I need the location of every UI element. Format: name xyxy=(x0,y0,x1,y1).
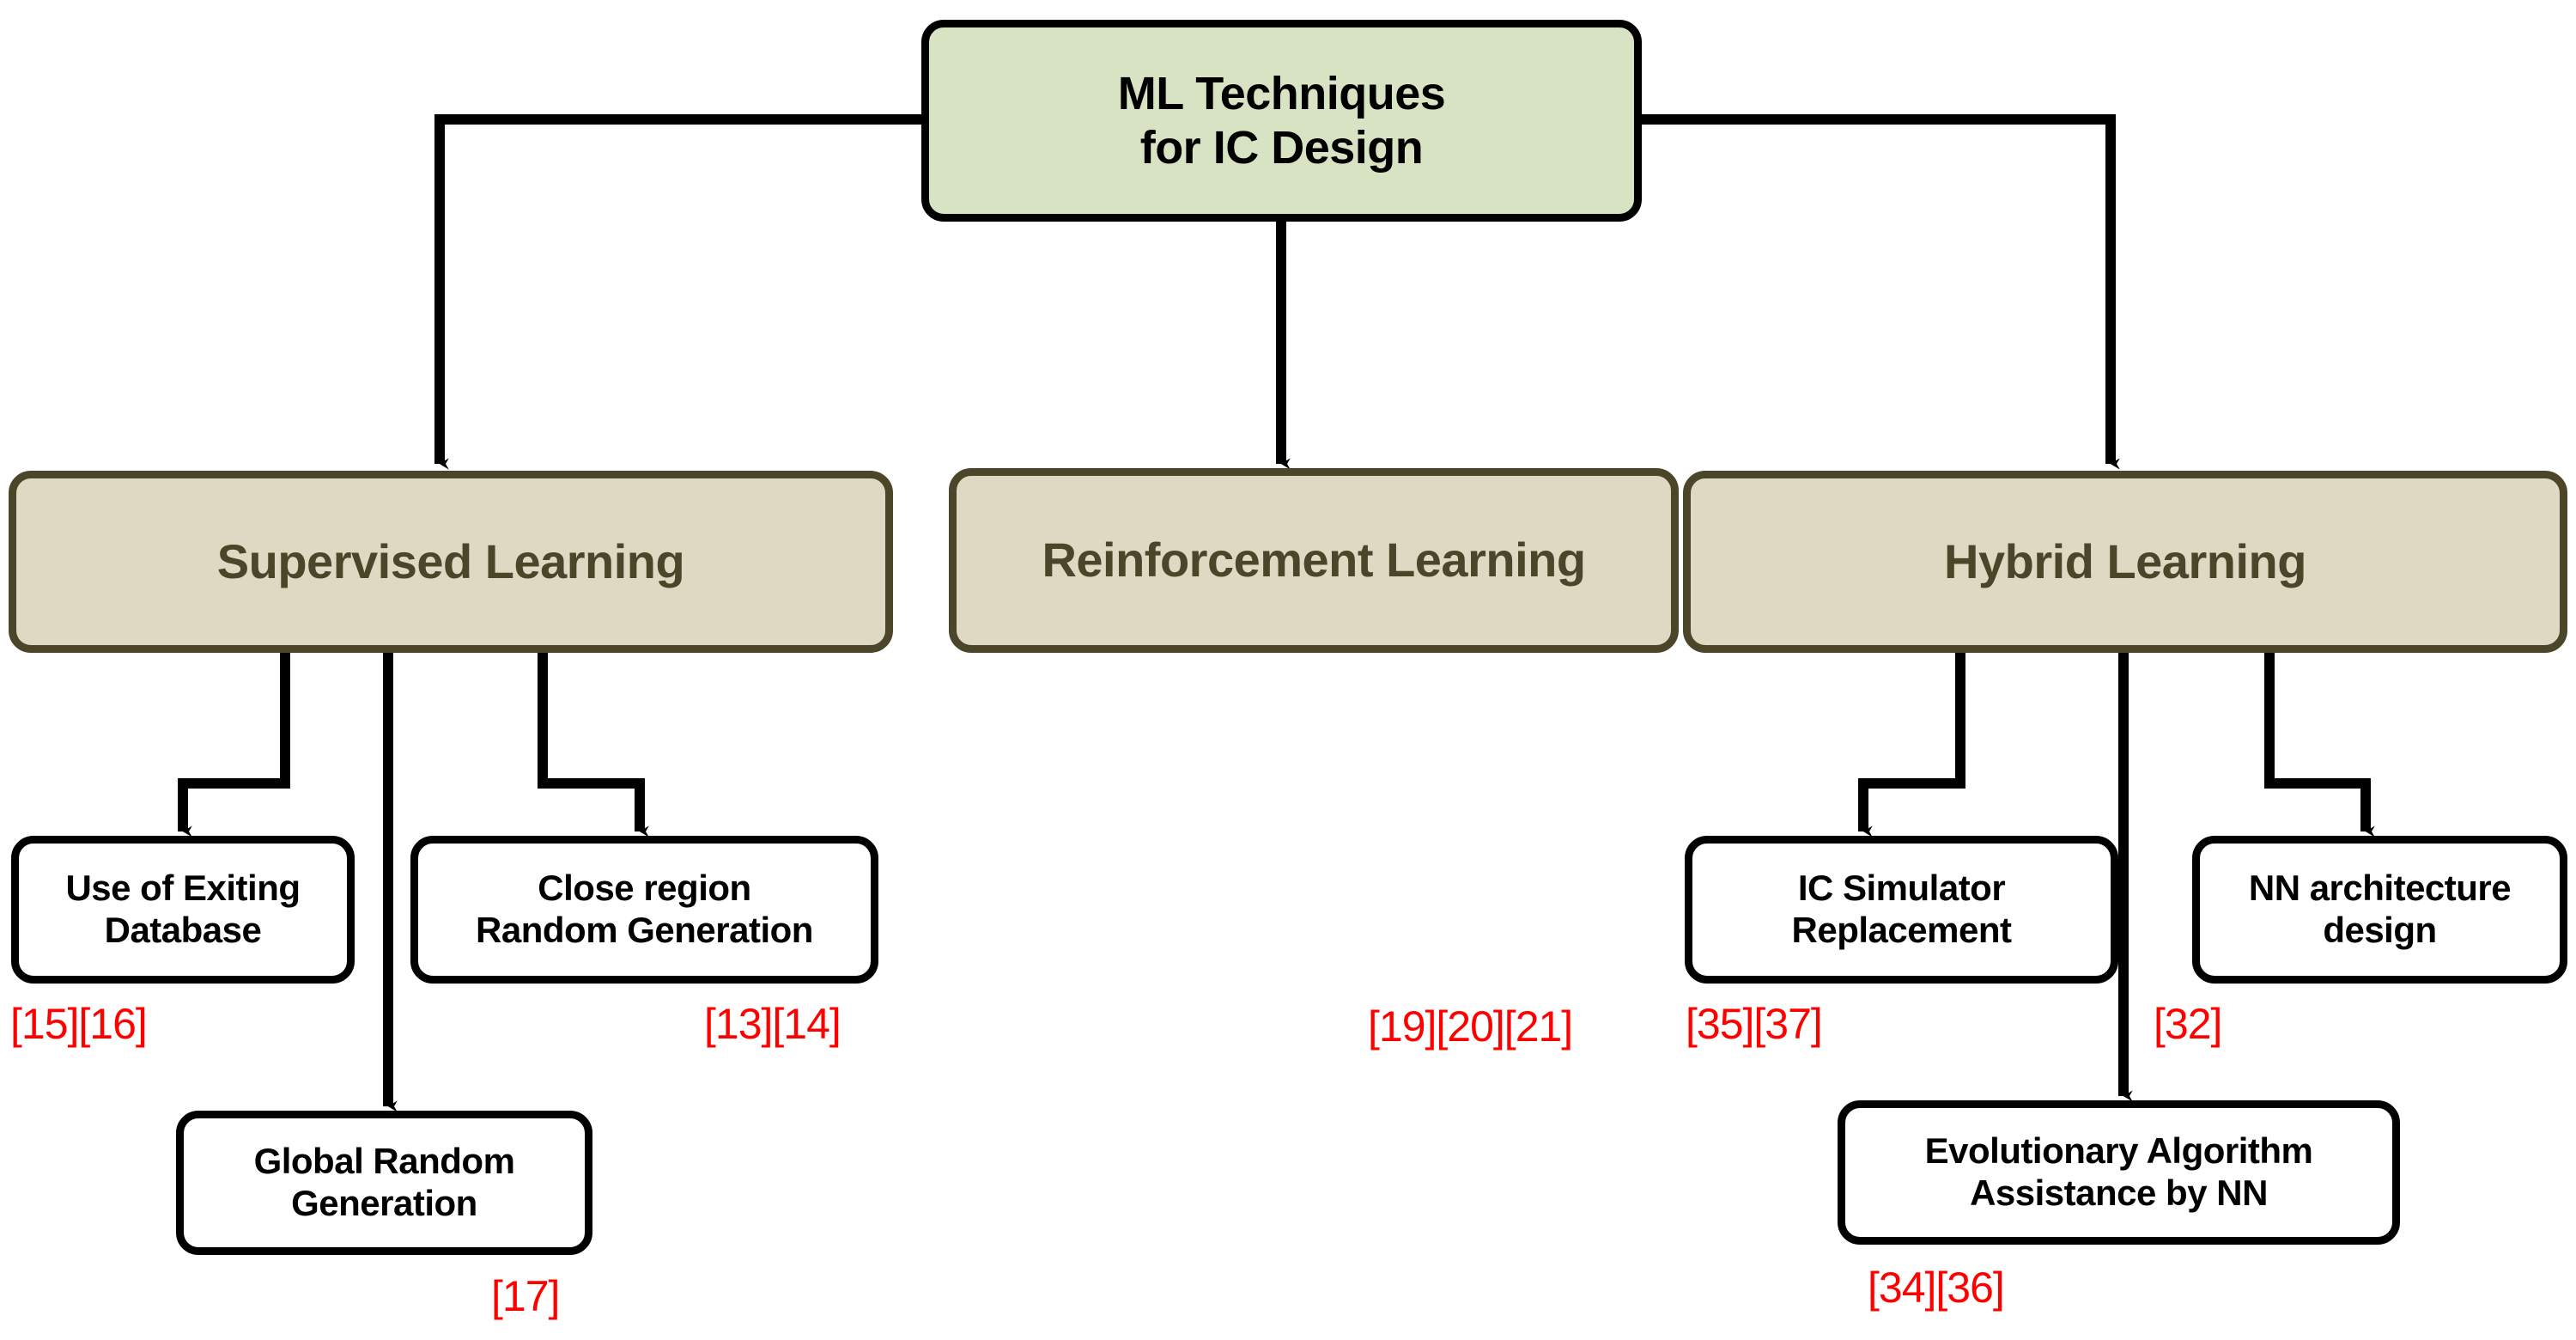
node-hybrid-learning[interactable]: Hybrid Learning xyxy=(1683,471,2567,653)
node-supervised-learning[interactable]: Supervised Learning xyxy=(9,471,893,653)
citation-evolutionary-algorithm: [34][36] xyxy=(1868,1264,2005,1312)
edge-hybrid-to-ic-simulator xyxy=(1858,653,1965,838)
citation-nn-architecture-design: [32] xyxy=(2154,1000,2222,1048)
node-use-of-exiting-database[interactable]: Use of Exiting Database xyxy=(11,836,355,984)
citation-close-region-random-generation: [13][14] xyxy=(704,1000,841,1048)
node-nn-architecture-design[interactable]: NN architecture design xyxy=(2192,836,2567,984)
citation-reinforcement-learning: [19][20][21] xyxy=(1368,1002,1573,1051)
node-global-random-generation[interactable]: Global Random Generation xyxy=(176,1111,592,1255)
node-close-region-random-generation[interactable]: Close region Random Generation xyxy=(410,836,878,984)
node-ml-techniques-for-ic-design[interactable]: ML Techniques for IC Design xyxy=(921,20,1642,222)
edge-hybrid-to-nn-architecture xyxy=(2264,653,2375,838)
node-reinforcement-learning[interactable]: Reinforcement Learning xyxy=(949,468,1679,653)
citation-ic-simulator-replacement: [35][37] xyxy=(1686,1000,1823,1048)
edge-root-to-hybrid xyxy=(1642,114,2120,470)
node-evolutionary-algorithm-assistance-by-nn[interactable]: Evolutionary Algorithm Assistance by NN xyxy=(1838,1100,2400,1245)
edge-root-to-supervised xyxy=(434,114,921,470)
citation-use-of-exiting-database: [15][16] xyxy=(10,1000,148,1048)
edge-supervised-to-close-region xyxy=(538,653,649,838)
citation-global-random-generation: [17] xyxy=(491,1272,560,1320)
node-ic-simulator-replacement[interactable]: IC Simulator Replacement xyxy=(1685,836,2118,984)
edge-supervised-to-use-existing-db xyxy=(178,653,290,838)
